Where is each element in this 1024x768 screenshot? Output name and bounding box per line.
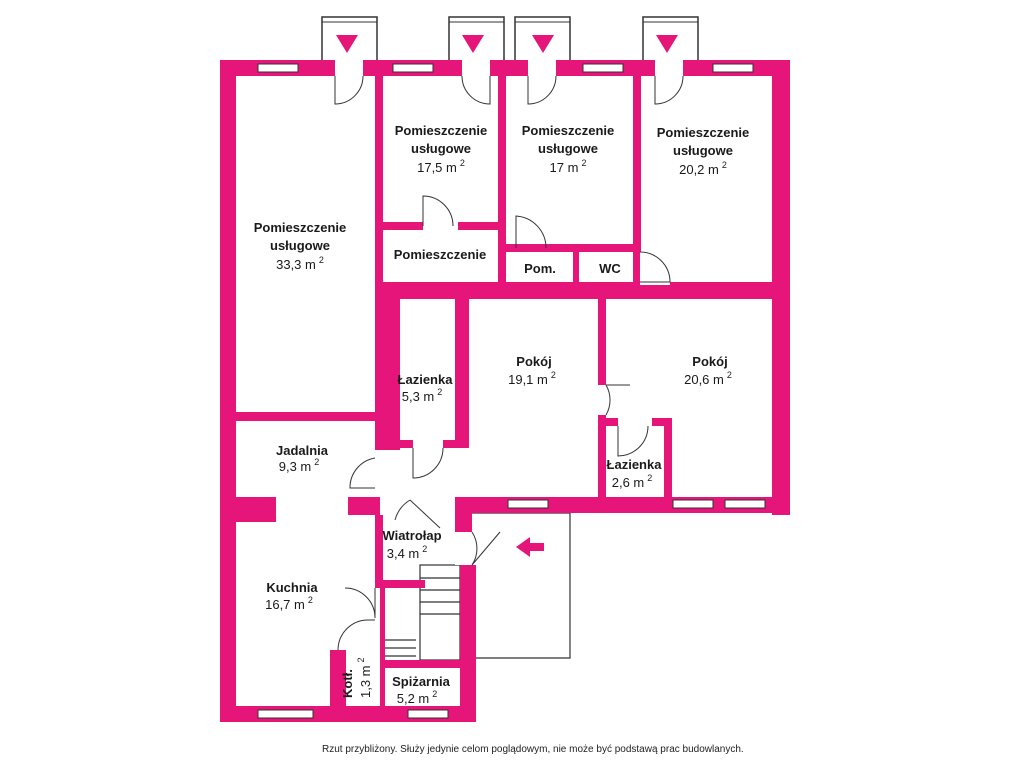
- area-value: 33,3 m: [276, 257, 316, 272]
- area-value: 19,1 m: [508, 372, 548, 387]
- door-1: [335, 60, 363, 76]
- room-uslugowe-1-name-1: Pomieszczenie: [395, 123, 488, 138]
- door-jadalnia: [375, 458, 383, 492]
- area-value: 16,7 m: [265, 597, 305, 612]
- room-pomieszczenie-name: Pomieszczenie: [394, 247, 487, 262]
- door-wc: [640, 252, 670, 285]
- door-lazienka2: [618, 418, 652, 426]
- room-uslugowe-large-name-2: usługowe: [270, 238, 330, 253]
- area-value: 2,6 m: [612, 475, 645, 490]
- area-value: 1,3 m: [358, 665, 373, 698]
- area-sup: 2: [308, 595, 313, 605]
- room-pom-name: Pom.: [524, 261, 556, 276]
- room-uslugowe-2-name-1: Pomieszczenie: [522, 123, 615, 138]
- room-uslugowe-1-name-2: usługowe: [411, 141, 471, 156]
- area-sup: 2: [437, 387, 442, 397]
- entry-marker-3: [532, 35, 554, 53]
- door-2: [462, 60, 490, 76]
- door-entry: [455, 532, 475, 565]
- door-6: [515, 215, 547, 249]
- area-value: 17,5 m: [417, 160, 457, 175]
- area-sup: 2: [356, 657, 366, 662]
- room-uslugowe-large-name-1: Pomieszczenie: [254, 220, 347, 235]
- area-sup: 2: [581, 158, 586, 168]
- room-jadalnia-name: Jadalnia: [276, 443, 329, 458]
- room-lazienka-1-name: Łazienka: [398, 372, 454, 387]
- room-lazienka-2-name: Łazienka: [607, 457, 663, 472]
- room-spizarnia-name: Spiżarnia: [392, 674, 451, 689]
- room-kuchnia-name: Kuchnia: [266, 580, 318, 595]
- door-4: [655, 60, 683, 76]
- area-sup: 2: [551, 370, 556, 380]
- door-3: [528, 60, 556, 76]
- room-pokoj-2-name: Pokój: [692, 354, 727, 369]
- area-value: 9,3 m: [279, 459, 312, 474]
- area-sup: 2: [722, 160, 727, 170]
- area-value: 20,2 m: [679, 162, 719, 177]
- room-kotl-label: Kotł. 1,3 m 2: [340, 657, 373, 698]
- area-value: 20,6 m: [684, 372, 724, 387]
- doors: [334, 60, 684, 651]
- door-5: [422, 195, 454, 227]
- area-sup: 2: [319, 255, 324, 265]
- entry-marker-2: [462, 35, 484, 53]
- room-kotl-name: Kotł.: [340, 669, 355, 698]
- room-uslugowe-3-name-2: usługowe: [673, 143, 733, 158]
- windows: [257, 63, 766, 719]
- room-uslugowe-2-name-2: usługowe: [538, 141, 598, 156]
- door-wiatrolap: [383, 497, 455, 513]
- entrance-arrow: [516, 537, 544, 557]
- room-pokoj-1-name: Pokój: [516, 354, 551, 369]
- area-sup: 2: [314, 457, 319, 467]
- area-sup: 2: [460, 158, 465, 168]
- area-sup: 2: [727, 370, 732, 380]
- area-value: 5,2 m: [397, 691, 430, 706]
- area-value: 3,4 m: [387, 546, 420, 561]
- entry-marker-1: [336, 35, 358, 53]
- entry-marker-4: [656, 35, 678, 53]
- room-kotl-area: 1,3 m 2: [356, 657, 373, 698]
- room-wiatrolap-name: Wiatrołap: [382, 528, 441, 543]
- entrance-canopies: [321, 16, 699, 62]
- area-value: 5,3 m: [402, 389, 435, 404]
- area-sup: 2: [422, 544, 427, 554]
- door-pokoj: [598, 385, 606, 415]
- walls: [220, 60, 790, 722]
- door-lazienka1: [413, 440, 443, 448]
- area-sup: 2: [647, 473, 652, 483]
- disclaimer-text: Rzut przybliżony. Służy jedynie celom po…: [322, 744, 744, 755]
- area-value: 17 m: [550, 160, 579, 175]
- room-uslugowe-3-name-1: Pomieszczenie: [657, 125, 750, 140]
- area-sup: 2: [432, 689, 437, 699]
- room-wc-name: WC: [599, 261, 621, 276]
